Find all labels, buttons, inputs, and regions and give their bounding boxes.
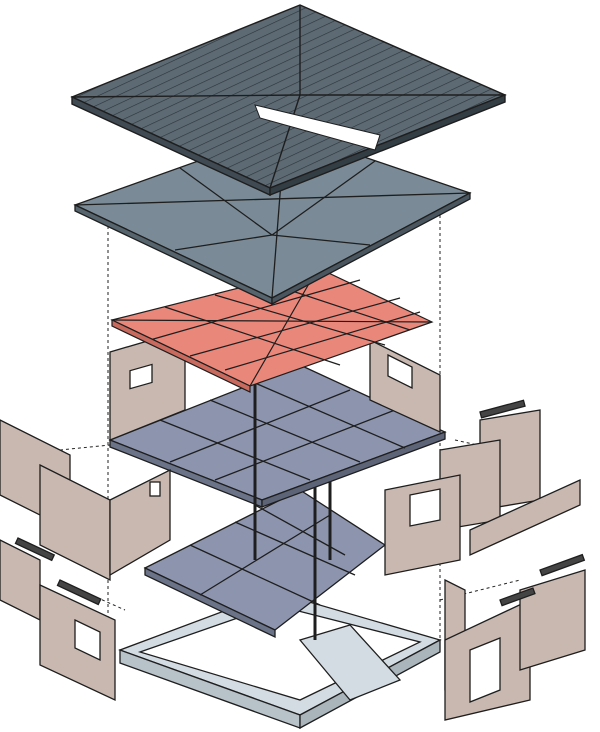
- roof-sheathing: [73, 129, 472, 306]
- right-wall-panels: [384, 399, 586, 721]
- upper-walls: [109, 329, 441, 441]
- roof-cladding: [70, 4, 507, 197]
- foundation: [118, 591, 442, 730]
- upper-floor: [108, 360, 447, 560]
- left-wall-panels: [0, 419, 171, 702]
